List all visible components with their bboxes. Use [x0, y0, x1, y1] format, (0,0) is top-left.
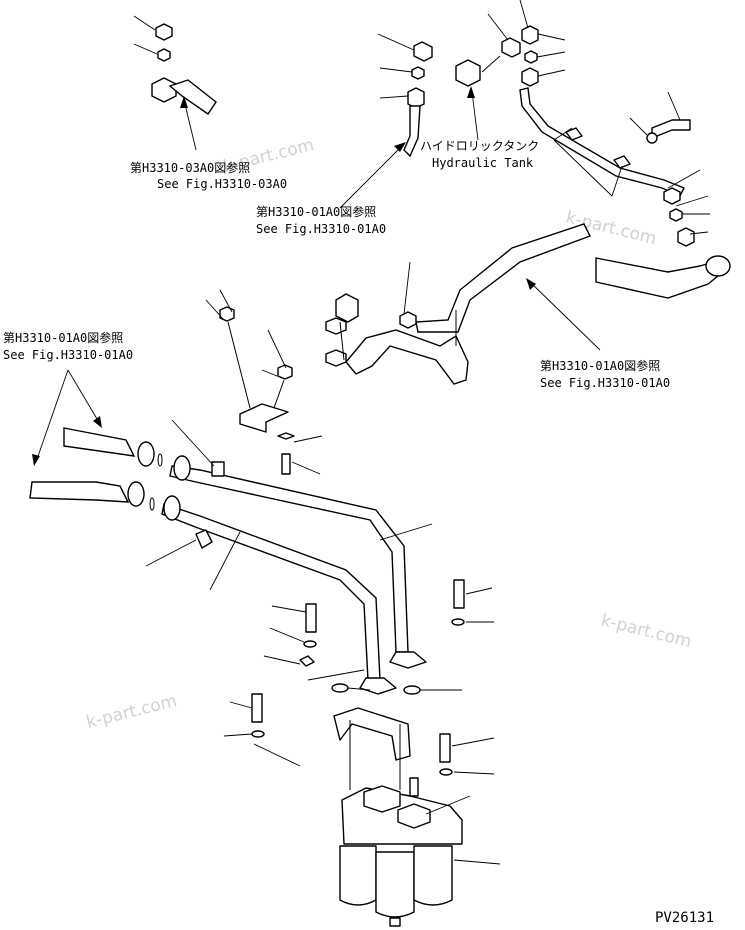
o-ring-icon	[524, 50, 538, 64]
filter-element-icon	[413, 845, 453, 906]
bolt-icon	[453, 579, 465, 609]
elbow-fitting-icon	[501, 37, 521, 58]
tank-port-block-icon	[455, 59, 481, 87]
ref-03a0-en: See Fig.H3310-03A0	[157, 177, 287, 191]
nut-icon	[325, 349, 347, 367]
spacer-icon	[299, 655, 315, 667]
filter-port-icon	[397, 803, 431, 829]
tube-clamp-icon	[613, 155, 631, 169]
ref-01a0-left-en: See Fig.H3310-01A0	[3, 348, 133, 362]
o-ring-icon	[157, 48, 171, 62]
hose-stub-icon	[168, 79, 217, 115]
drain-tube-icon	[519, 87, 685, 197]
adapter-icon	[677, 227, 695, 247]
watermark-3: k-part.com	[599, 610, 694, 652]
return-hose-right	[325, 223, 731, 385]
ref-03a0-jp: 第H3310-03A0図参照	[130, 160, 250, 175]
o-ring-icon	[331, 683, 349, 693]
filter-bracket-icon	[333, 707, 411, 761]
o-ring-icon	[669, 208, 683, 222]
pipe-flange-icon	[389, 651, 427, 669]
elbow-group-top-left	[133, 15, 217, 115]
washer-icon	[439, 768, 453, 776]
hydraulic-tank-ports	[455, 0, 566, 87]
flange-icon	[137, 441, 155, 467]
adapter-icon	[407, 87, 425, 109]
adapter-icon	[521, 67, 539, 87]
hose-bend-icon	[403, 105, 421, 158]
pipe-assembly	[145, 289, 433, 695]
hose-fitting-icon	[705, 255, 731, 277]
tank-label-en: Hydraulic Tank	[432, 156, 534, 170]
filter-port-icon	[363, 785, 401, 813]
o-ring-icon	[411, 66, 425, 80]
mounting-bracket-icon	[239, 403, 289, 433]
nut-icon	[325, 317, 347, 335]
flange-icon	[173, 455, 191, 481]
ref-01a0-right-jp: 第H3310-01A0図参照	[540, 358, 660, 373]
filter-element-icon	[339, 845, 377, 906]
pipe-lower-icon	[161, 503, 381, 681]
bolt-icon	[281, 453, 291, 475]
filter-fasteners	[223, 579, 495, 776]
washer-icon	[451, 618, 465, 626]
nut-icon	[399, 311, 417, 329]
fitting-group-top-center	[377, 33, 433, 158]
bracket-fasteners	[277, 432, 323, 475]
tank-label-jp: ハイドロリックタンク	[420, 139, 539, 153]
flange-icon	[127, 481, 145, 507]
nut-icon	[219, 306, 235, 322]
hose-end-icon	[63, 427, 136, 457]
nut-icon	[521, 25, 539, 45]
elbow-fitting-icon	[413, 41, 433, 62]
hose-segment-icon	[345, 329, 469, 385]
washer-icon	[646, 132, 658, 144]
bolt-icon	[651, 119, 691, 139]
filter-element-icon	[375, 851, 415, 918]
hose-ends-left	[29, 427, 163, 511]
drain-tube-top-right	[519, 87, 710, 247]
drawing-number: PV26131	[655, 910, 714, 926]
ref-01a0-mid-en: See Fig.H3310-01A0	[256, 222, 386, 236]
elbow-fitting-icon	[151, 77, 177, 103]
washer-icon	[251, 730, 265, 738]
bolt-icon	[439, 733, 451, 763]
watermark-4: k-part.com	[84, 691, 179, 733]
bolt-icon	[305, 603, 317, 633]
ref-01a0-left-jp: 第H3310-01A0図参照	[3, 330, 123, 345]
filter-assembly	[333, 707, 501, 927]
nut-icon	[155, 23, 173, 41]
bolt-icon	[251, 693, 263, 723]
drain-plug-icon	[389, 917, 401, 927]
tube-clamp-icon	[565, 127, 583, 141]
flange-icon	[163, 495, 181, 521]
hose-segment-icon	[415, 223, 591, 333]
hose-end-icon	[29, 481, 130, 503]
washer-icon	[303, 640, 317, 648]
o-ring-icon	[403, 685, 421, 695]
pipe-clamp-icon	[195, 529, 213, 549]
ref-01a0-right-en: See Fig.H3310-01A0	[540, 376, 670, 390]
pipe-clamp-icon	[211, 461, 225, 477]
ref-01a0-mid-jp: 第H3310-01A0図参照	[256, 204, 376, 219]
pipe-flange-icon	[359, 677, 397, 695]
stud-icon	[409, 777, 419, 797]
washer-icon	[277, 432, 295, 440]
nut-icon	[663, 187, 681, 205]
adapter-icon	[335, 293, 359, 323]
